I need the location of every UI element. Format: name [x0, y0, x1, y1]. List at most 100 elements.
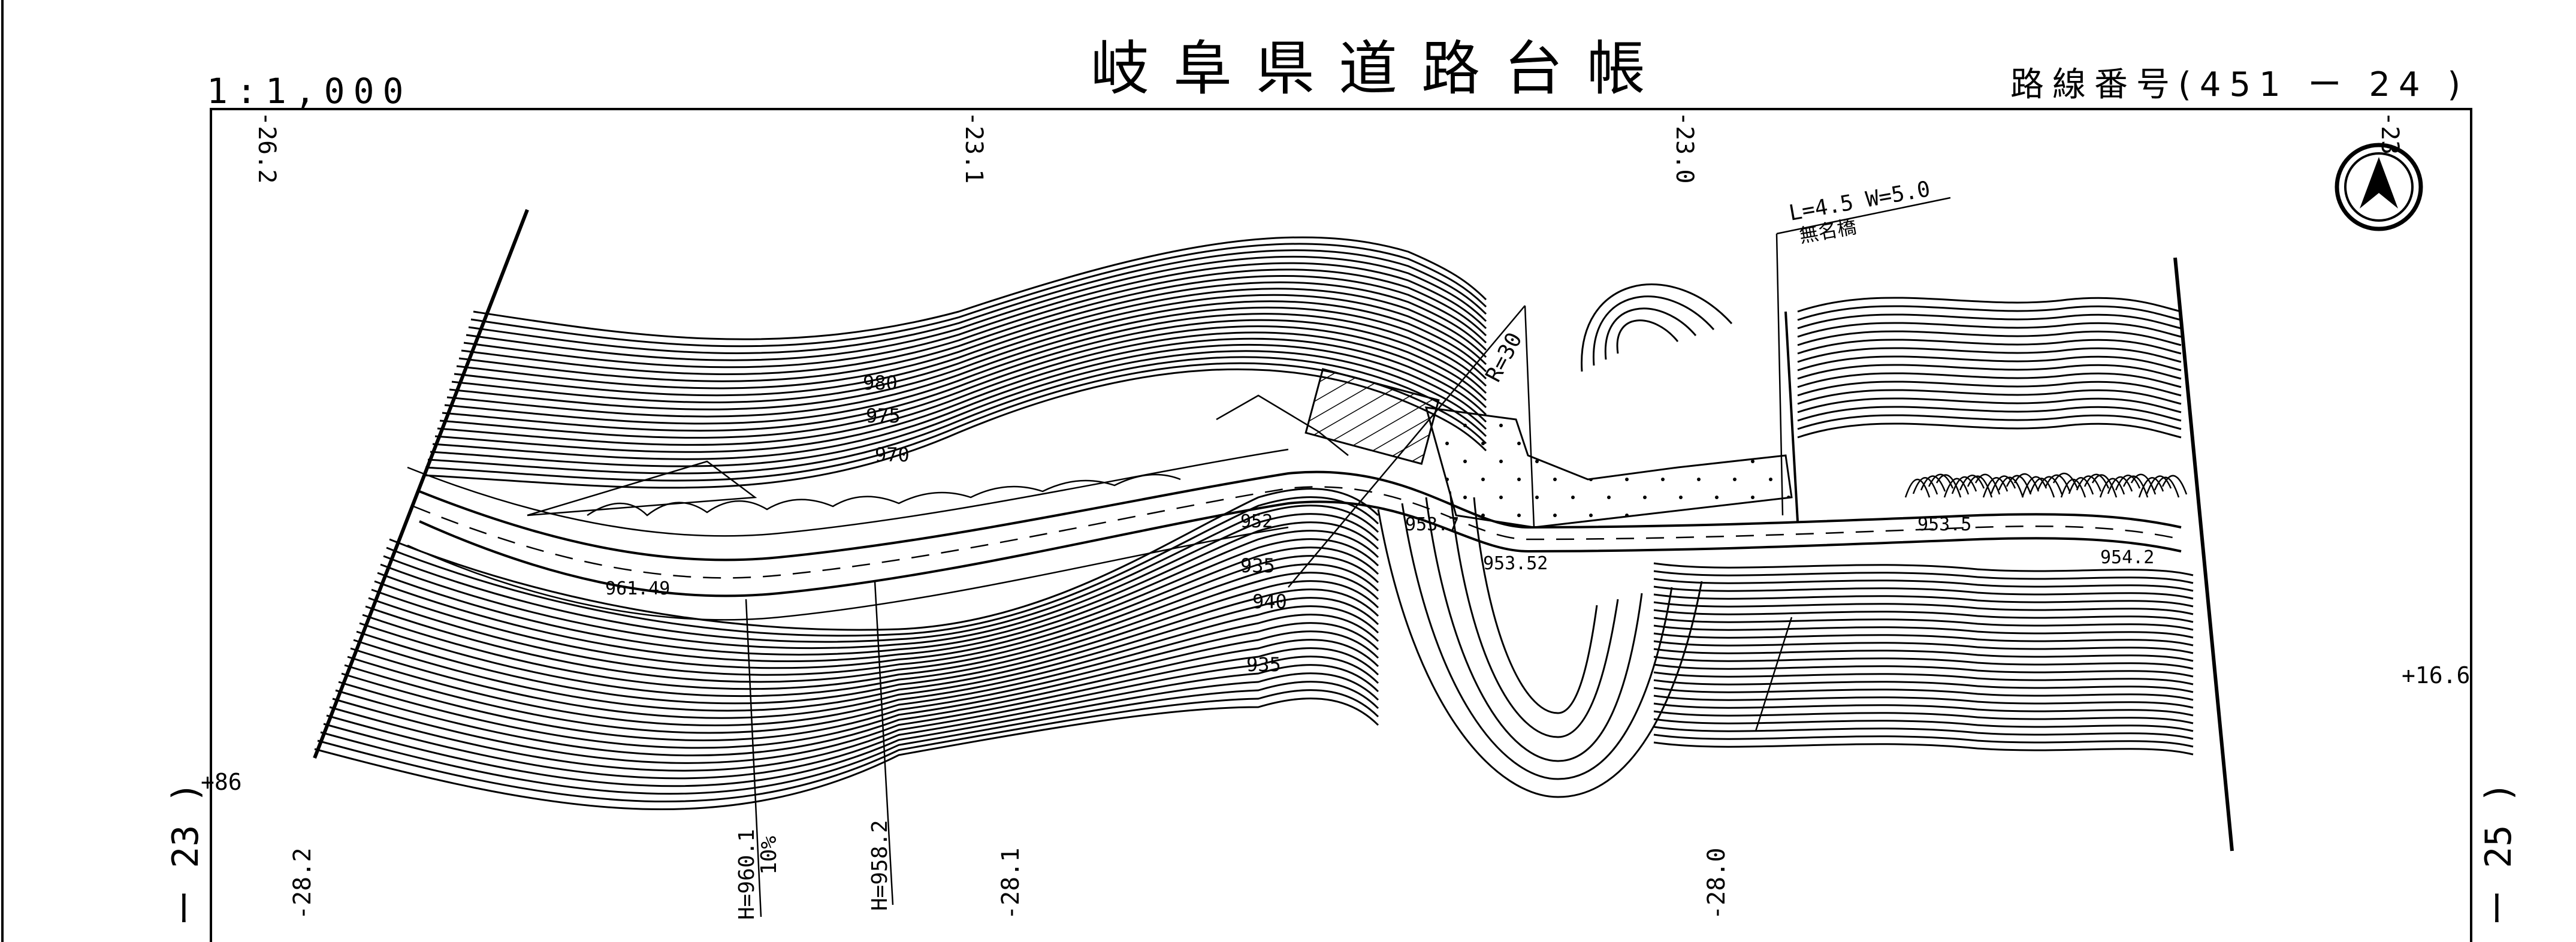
upper-right-contour-line	[1797, 297, 2182, 313]
lower-contour-line	[341, 622, 1379, 741]
lower-right-contour-line	[1653, 741, 2194, 756]
right-fan-pattern	[1904, 472, 2188, 498]
fan-stroke	[2130, 473, 2157, 495]
fan-stroke	[1990, 475, 2016, 494]
curve-radius-leader	[1524, 305, 1535, 528]
contour-label-940: 940	[1252, 590, 1287, 613]
lower-contour-line	[317, 689, 1379, 803]
upper-right-contour-line	[1797, 339, 2182, 355]
fan-stroke	[2052, 472, 2079, 489]
fan-stroke	[1959, 475, 1985, 491]
road-elevation-labels: 961.49 953.52 953.5 954.2 953.7 952	[605, 511, 2154, 599]
upper-contour-line	[439, 325, 1487, 439]
lower-contour-line	[380, 513, 1379, 650]
upper-contour-line	[427, 356, 1487, 475]
fan-stroke	[1951, 476, 1977, 494]
fan-stroke	[1974, 473, 2001, 495]
bridge-marker	[1754, 197, 1951, 732]
lower-right-contour-line	[1653, 617, 2194, 631]
upper-right-contour-line	[1797, 406, 2182, 422]
lower-contour-line	[335, 639, 1379, 757]
fan-stroke	[2091, 474, 2118, 498]
road-label-5: 953.7	[1405, 514, 1459, 535]
edge-label-left: +86	[201, 769, 242, 795]
station-label-bottom-2: -28.1	[997, 848, 1025, 920]
road-label-6: 952	[1240, 511, 1273, 532]
contour-label-935b: 935	[1246, 653, 1281, 676]
fan-stroke	[2006, 475, 2032, 495]
fan-stroke	[2154, 476, 2180, 498]
contour-label-970: 970	[875, 443, 910, 466]
fan-stroke	[2161, 475, 2188, 495]
fan-stroke	[2107, 476, 2133, 494]
upper-contour-line	[449, 300, 1487, 410]
lower-right-contour-line	[1653, 570, 2194, 584]
lower-contour-line	[383, 505, 1379, 643]
upper-contour-line	[437, 331, 1487, 446]
road-label-2: 953.52	[1483, 553, 1548, 574]
height-leader-1	[745, 599, 762, 917]
height-label-1: H=960.1	[735, 829, 759, 920]
station-label-top-4: -23	[2376, 111, 2403, 155]
fan-stroke	[2146, 475, 2172, 494]
upper-contour-line	[468, 249, 1487, 354]
fan-stroke	[1982, 477, 2009, 498]
left-route-continuation: ー 23 )	[165, 781, 207, 926]
lower-contour-line	[326, 664, 1379, 780]
upper-right-contour-line	[1797, 364, 2182, 380]
upper-contour-line	[466, 255, 1487, 361]
lower-right-contour-line	[1653, 702, 2194, 717]
road-alignment	[407, 448, 2182, 621]
road-label-4: 954.2	[2100, 547, 2154, 568]
lower-right-contour-line	[1653, 640, 2194, 654]
page-title: 岐阜県道路台帳	[1091, 35, 1669, 103]
upper-contour-line	[473, 236, 1487, 340]
station-label-top-3: -23.0	[1671, 111, 1698, 183]
curve-radius-leader-2	[1288, 305, 1526, 588]
lower-contour-line	[362, 563, 1379, 690]
upper-contour-line	[458, 274, 1487, 382]
upper-right-contour-line	[1797, 414, 2182, 430]
upper-contours	[422, 236, 2182, 489]
upper-contour-line	[463, 262, 1487, 369]
lower-right-contour-line	[1653, 609, 2194, 623]
lower-contour-line	[386, 496, 1379, 637]
lower-right-contour-line	[1653, 687, 2194, 701]
fan-stroke	[2021, 476, 2047, 498]
edge-label-right: +16.6	[2402, 662, 2470, 689]
upper-right-contour-line	[1797, 389, 2182, 405]
fan-stroke	[2037, 476, 2063, 495]
north-arrow-icon	[2335, 143, 2423, 231]
bridge-dimension-label: L=4.5 W=5.0	[1787, 177, 1932, 226]
lower-right-contour-line	[1653, 632, 2194, 647]
map-frame	[210, 108, 2472, 942]
station-label-top-2: -23.1	[960, 111, 987, 183]
lower-contour-line	[332, 647, 1379, 764]
fan-stroke	[1904, 478, 1931, 498]
route-number: 路線番号(451 ー 24 )	[2010, 65, 2469, 104]
lower-right-contour-line	[1653, 593, 2194, 608]
fan-stroke	[2099, 478, 2125, 498]
lower-right-contour-line	[1653, 718, 2194, 732]
lower-right-contour-line	[1653, 656, 2194, 670]
station-labels: -26.2 -23.1 -23.0 -23 -28.2 -28.1 -28.0	[253, 111, 2403, 920]
lower-right-contour-line	[1653, 648, 2194, 662]
fan-stroke	[2029, 478, 2055, 498]
road-label-1: 961.49	[605, 578, 670, 599]
lower-contour-line	[359, 572, 1379, 698]
lower-right-contour-line	[1653, 679, 2194, 693]
upper-right-contour-line	[1797, 305, 2182, 321]
lower-contour-line	[329, 656, 1379, 772]
station-label-top-1: -26.2	[253, 111, 280, 183]
lower-right-contour-line	[1653, 562, 2194, 576]
fan-stroke	[2060, 478, 2086, 498]
hatched-structure	[1304, 368, 1440, 465]
lower-contour-line	[350, 597, 1379, 719]
contour-elevation-labels: 980 975 970 935 940 935	[863, 372, 1287, 676]
lower-contour-line	[323, 672, 1379, 787]
lower-contour-line	[344, 614, 1379, 734]
fan-stroke	[2115, 475, 2141, 491]
lower-right-contour-line	[1653, 671, 2194, 686]
contour-label-975: 975	[866, 404, 901, 427]
